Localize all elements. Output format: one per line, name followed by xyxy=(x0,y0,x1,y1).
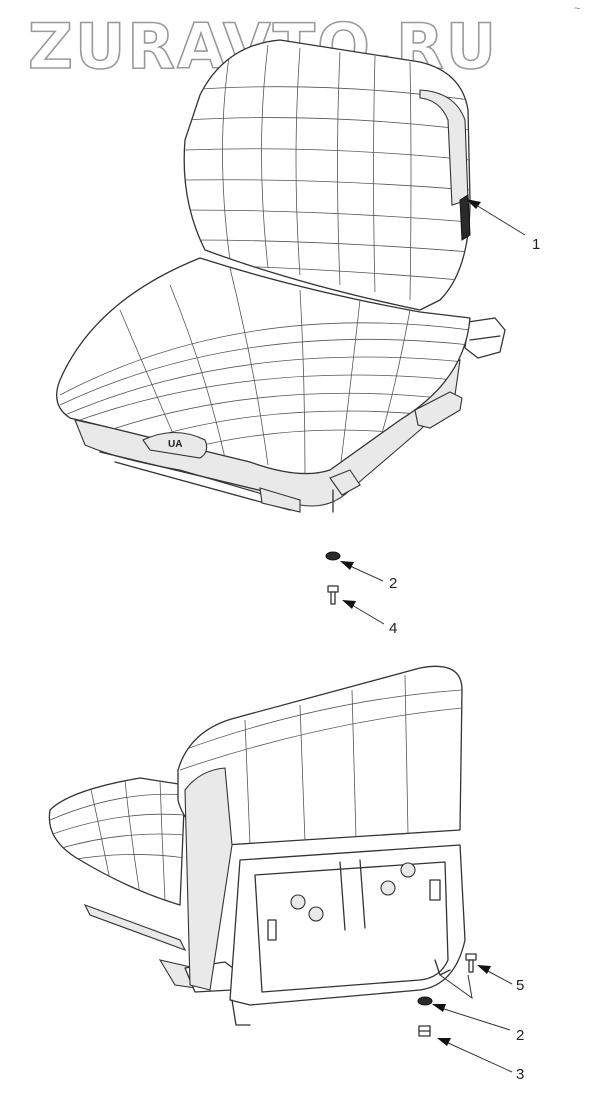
callout-label-5: 5 xyxy=(516,977,524,994)
seat-emblem xyxy=(142,432,208,459)
emblem-text: UA xyxy=(168,439,182,450)
callout-label-2: 2 xyxy=(389,575,397,592)
mount-hole xyxy=(290,894,306,910)
callout-label-2: 2 xyxy=(516,1027,524,1044)
fastener-washer-top xyxy=(325,551,341,561)
callout-label-4: 4 xyxy=(389,620,397,637)
recline-knob xyxy=(459,194,471,241)
adjuster-lever xyxy=(414,391,463,429)
backrest xyxy=(183,39,471,311)
slide-rail xyxy=(83,904,187,951)
callout-label-1: 1 xyxy=(532,236,540,253)
seat-rear-view xyxy=(48,665,473,1026)
cushion-quilting xyxy=(59,267,471,474)
callout-leader-4 xyxy=(342,600,385,625)
corner-mark: ~ xyxy=(574,3,580,15)
callout-leader-1 xyxy=(466,199,526,236)
fastener-bolt-rear xyxy=(465,953,477,973)
rear-mount-plate xyxy=(229,844,466,1006)
callout-leader-5 xyxy=(477,965,513,985)
seat-front-view: UA xyxy=(56,39,506,513)
callout-label-3: 3 xyxy=(516,1066,524,1083)
callout-leader-2-top xyxy=(340,561,384,582)
callout-leader-3 xyxy=(437,1038,513,1073)
mount-hole xyxy=(400,862,416,878)
seat-cushion xyxy=(56,257,471,475)
callout-leader-2-rear xyxy=(432,1004,511,1031)
fastener-washer-rear xyxy=(417,996,433,1006)
fastener-nut-rear xyxy=(418,1025,431,1037)
rear-seat-cushion xyxy=(48,777,186,906)
mount-hole xyxy=(308,906,324,922)
mount-hole xyxy=(380,880,396,896)
fastener-bolt-top xyxy=(327,585,339,605)
